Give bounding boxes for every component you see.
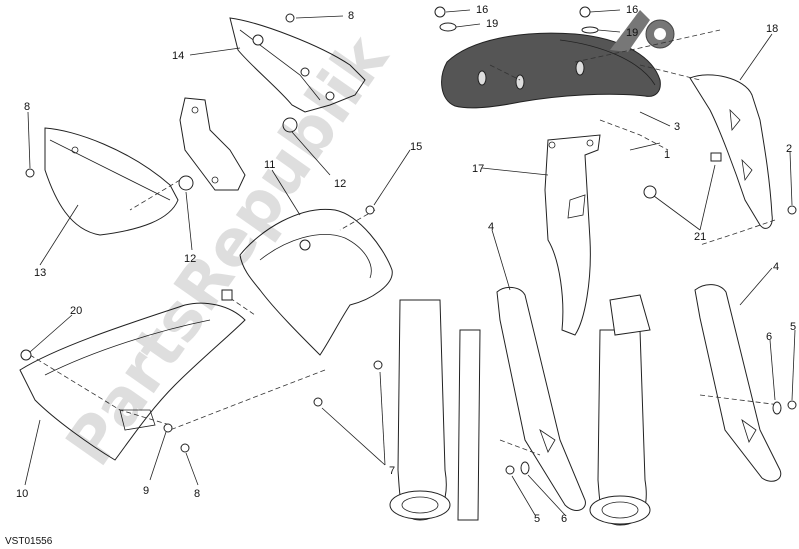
screw-icon	[787, 205, 797, 215]
callout-3: 3	[674, 121, 680, 133]
hardware	[20, 6, 797, 475]
callout-10: 10	[16, 488, 28, 500]
side-panel-left	[44, 127, 179, 236]
grommet-icon	[20, 349, 32, 361]
fork-guard-left	[496, 287, 586, 511]
callout-15: 15	[410, 141, 422, 153]
callout-6: 6	[561, 513, 567, 525]
clip-icon	[710, 152, 722, 162]
callout-6: 6	[766, 331, 772, 343]
callout-8: 8	[348, 10, 354, 22]
callout-13: 13	[34, 267, 46, 279]
fork-leg-left	[389, 299, 481, 521]
washer-icon	[581, 26, 599, 34]
rear-hugger-cover	[441, 32, 661, 109]
screw-icon	[313, 397, 323, 407]
callout-1: 1	[664, 149, 670, 161]
washer-icon	[520, 461, 530, 475]
screw-icon	[365, 205, 375, 215]
callout-19: 19	[486, 18, 498, 30]
assembly-lines	[29, 29, 781, 456]
grommet-icon	[643, 185, 657, 199]
screw-icon	[163, 423, 173, 433]
callout-4: 4	[773, 261, 779, 273]
callout-7: 7	[389, 465, 395, 477]
screw-icon	[505, 465, 515, 475]
callout-12: 12	[334, 178, 346, 190]
fork-guard-right	[694, 284, 782, 482]
callout-8: 8	[24, 101, 30, 113]
leader-lines	[24, 9, 796, 516]
screw-icon	[373, 360, 383, 370]
screw-icon	[579, 6, 591, 18]
callout-14: 14	[172, 50, 184, 62]
callout-19: 19	[626, 27, 638, 39]
grommet-icon	[282, 117, 298, 133]
side-cover-upper	[229, 17, 366, 113]
callout-18: 18	[766, 23, 778, 35]
callout-16: 16	[476, 4, 488, 16]
center-bracket	[544, 134, 601, 336]
callout-5: 5	[534, 513, 540, 525]
callout-11: 11	[264, 159, 275, 171]
callout-labels: 16 19 16 19 18 8 14 3 1 8 12 11 15 17 2 …	[16, 4, 796, 525]
washer-icon	[439, 22, 457, 32]
screw-icon	[180, 443, 190, 453]
screw-icon	[434, 6, 446, 18]
callout-16: 16	[626, 4, 638, 16]
callout-8: 8	[194, 488, 200, 500]
screw-icon	[285, 13, 295, 23]
callout-5: 5	[790, 321, 796, 333]
callout-12: 12	[184, 253, 196, 265]
mounting-bracket	[179, 97, 246, 191]
washer-icon	[772, 401, 782, 415]
lower-fairing-panel	[19, 302, 246, 461]
screw-icon	[25, 168, 35, 178]
screw-icon	[787, 400, 797, 410]
spacer-icon	[221, 289, 233, 301]
drawing-code: VST01556	[5, 536, 53, 547]
callout-9: 9	[143, 485, 149, 497]
number-plate-holder	[239, 208, 393, 356]
callout-4: 4	[488, 221, 494, 233]
rear-bracket-arm	[689, 74, 773, 229]
grommet-icon	[178, 175, 194, 191]
callout-20: 20	[70, 305, 82, 317]
callout-17: 17	[472, 163, 484, 175]
fork-leg-right	[589, 294, 651, 526]
callout-21: 21	[694, 231, 706, 243]
callout-2: 2	[786, 143, 792, 155]
gear-logo-icon	[610, 10, 675, 52]
